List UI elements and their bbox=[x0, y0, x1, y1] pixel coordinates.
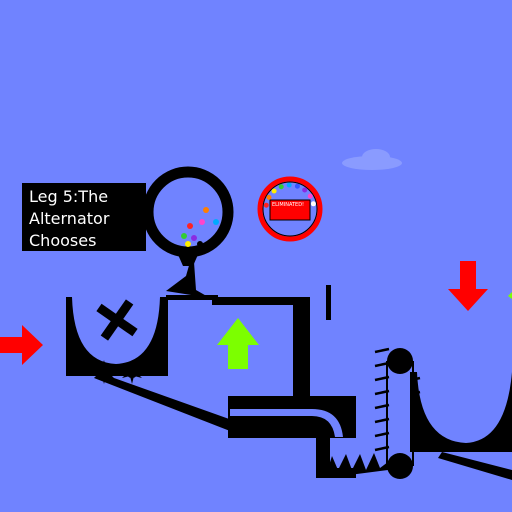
marble bbox=[197, 241, 203, 247]
eliminated-marble bbox=[266, 194, 272, 200]
right-bowl bbox=[410, 372, 512, 452]
eliminated-marble bbox=[271, 188, 277, 194]
eliminated-marble bbox=[310, 201, 316, 207]
ring-marbles bbox=[181, 207, 219, 247]
eliminated-marble bbox=[286, 182, 292, 188]
leg-title-line-2: Alternator bbox=[29, 209, 110, 228]
elimination-text: ELIMINATED! bbox=[272, 202, 304, 208]
eliminated-marble bbox=[294, 183, 300, 189]
left-bowl bbox=[66, 297, 168, 376]
green-arrow-edge-icon bbox=[508, 292, 512, 299]
green-arrow-up-icon bbox=[217, 318, 259, 369]
funnel-spout bbox=[166, 262, 210, 298]
cloud-icon bbox=[342, 149, 402, 170]
eliminated-marble bbox=[278, 184, 284, 190]
long-ramp bbox=[94, 373, 232, 431]
marble bbox=[199, 219, 205, 225]
spinner-cross-icon bbox=[96, 299, 138, 341]
exit-ramp bbox=[438, 452, 512, 480]
eliminated-marble bbox=[263, 202, 269, 208]
eliminated-marbles bbox=[263, 182, 316, 208]
elimination-sign: ELIMINATED! bbox=[257, 176, 323, 242]
marble bbox=[213, 219, 219, 225]
red-arrow-right-icon bbox=[0, 325, 43, 365]
marble bbox=[191, 235, 197, 241]
leg-title-line-3: Chooses bbox=[29, 231, 97, 250]
leg-title-label: Leg 5:The Alternator Chooses bbox=[22, 183, 146, 251]
marble bbox=[185, 241, 191, 247]
red-arrow-down-icon bbox=[448, 261, 488, 311]
marble bbox=[181, 233, 187, 239]
marble bbox=[203, 207, 209, 213]
leg-title-line-1: Leg 5:The bbox=[29, 187, 109, 206]
eliminated-marble bbox=[307, 193, 313, 199]
spring-conveyor bbox=[325, 453, 388, 478]
central-lift-box bbox=[166, 285, 331, 399]
eliminated-marble bbox=[302, 187, 308, 193]
marble bbox=[187, 223, 193, 229]
gear-icon bbox=[122, 360, 142, 384]
